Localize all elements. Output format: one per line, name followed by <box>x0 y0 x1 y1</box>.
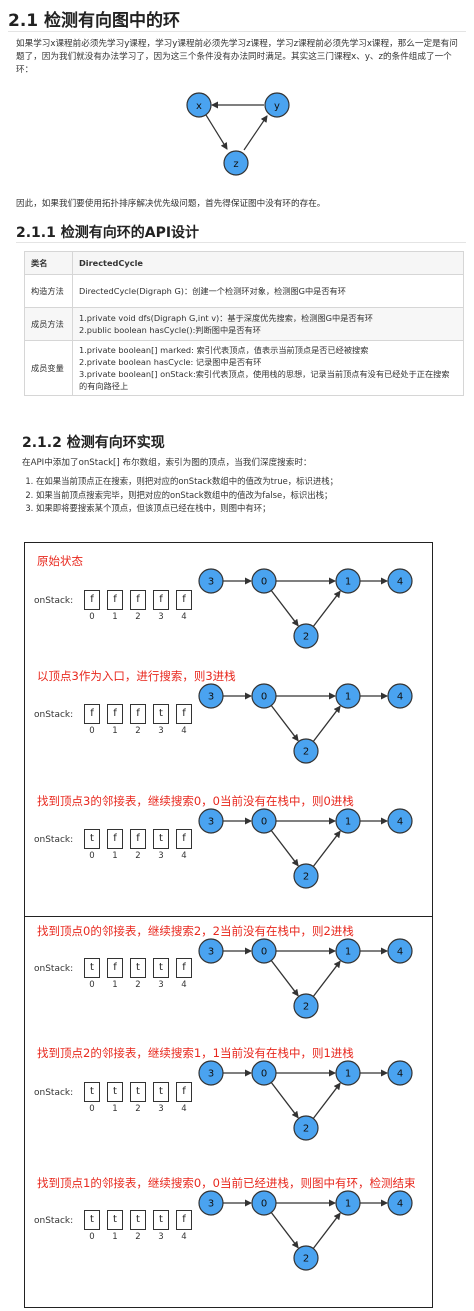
api-row-line: 2.public boolean hasCycle():判断图中是否有环 <box>79 325 261 335</box>
node-y-label: y <box>274 101 280 112</box>
title-divider <box>8 31 466 32</box>
intro-paragraph: 如果学习x课程前必须先学习y课程，学习y课程前必须先学习z课程，学习z课程前必须… <box>16 39 458 75</box>
steps-panel-bottom <box>24 916 433 1308</box>
node-x: x <box>186 92 212 118</box>
impl-rule-item: 如果即将要搜索某个顶点，但该顶点已经在栈中，则图中有环； <box>36 502 474 516</box>
api-row-methods: 成员方法 1.private void dfs(Digraph G,int v)… <box>24 307 464 341</box>
node-z: z <box>223 150 249 176</box>
section-title: 2.1 检测有向图中的环 <box>8 11 181 31</box>
conclusion-paragraph: 因此，如果我们要使用拓扑排序解决优先级问题，首先得保证图中没有环的存在。 <box>16 199 326 209</box>
api-table: 类名 DirectedCycle 构造方法 DirectedCycle(Digr… <box>24 251 464 396</box>
impl-rules-list: 在如果当前顶点正在搜索，则把对应的onStack数组中的值改为true，标识进栈… <box>20 475 474 516</box>
impl-rule-item: 在如果当前顶点正在搜索，则把对应的onStack数组中的值改为true，标识进栈… <box>36 475 474 489</box>
api-head-classname: DirectedCycle <box>72 251 464 275</box>
api-row-label: 成员变量 <box>24 340 73 396</box>
api-row-line: 3.private boolean[] onStack:索引代表顶点，使用栈的思… <box>79 369 450 391</box>
api-head-label: 类名 <box>24 251 73 275</box>
steps-panel-top <box>24 542 433 918</box>
node-x-label: x <box>196 101 202 112</box>
api-row-line: 1.private void dfs(Digraph G,int v)：基于深度… <box>79 313 373 323</box>
api-row-line: 2.private boolean hasCycle: 记录图中是否有环 <box>79 357 262 367</box>
impl-section-title: 2.1.2 检测有向环实现 <box>22 435 165 451</box>
api-row-label: 构造方法 <box>24 274 73 308</box>
api-row-fields: 成员变量 1.private boolean[] marked: 索引代表顶点，… <box>24 340 464 396</box>
cycle-diagram: x y z <box>186 92 290 176</box>
api-row-label: 成员方法 <box>24 307 73 341</box>
node-y: y <box>264 92 290 118</box>
impl-rule-item: 如果当前顶点搜索完毕，则把对应的onStack数组中的值改为false，标识出栈… <box>36 489 474 503</box>
api-row-constructor: 构造方法 DirectedCycle(Digraph G)：创建一个检测环对象，… <box>24 274 464 308</box>
api-divider <box>16 242 466 243</box>
api-table-head: 类名 DirectedCycle <box>24 251 464 275</box>
edge-x-z <box>205 114 228 150</box>
api-row-line: DirectedCycle(Digraph G)：创建一个检测环对象，检测图G中… <box>79 286 346 296</box>
edge-z-y <box>243 115 268 151</box>
node-z-label: z <box>233 159 238 170</box>
api-section-title: 2.1.1 检测有向环的API设计 <box>16 225 200 241</box>
api-row-line: 1.private boolean[] marked: 索引代表顶点，值表示当前… <box>79 345 369 355</box>
impl-intro: 在API中添加了onStack[] 布尔数组，索引为图的顶点，当我们深度搜索时： <box>22 458 312 468</box>
